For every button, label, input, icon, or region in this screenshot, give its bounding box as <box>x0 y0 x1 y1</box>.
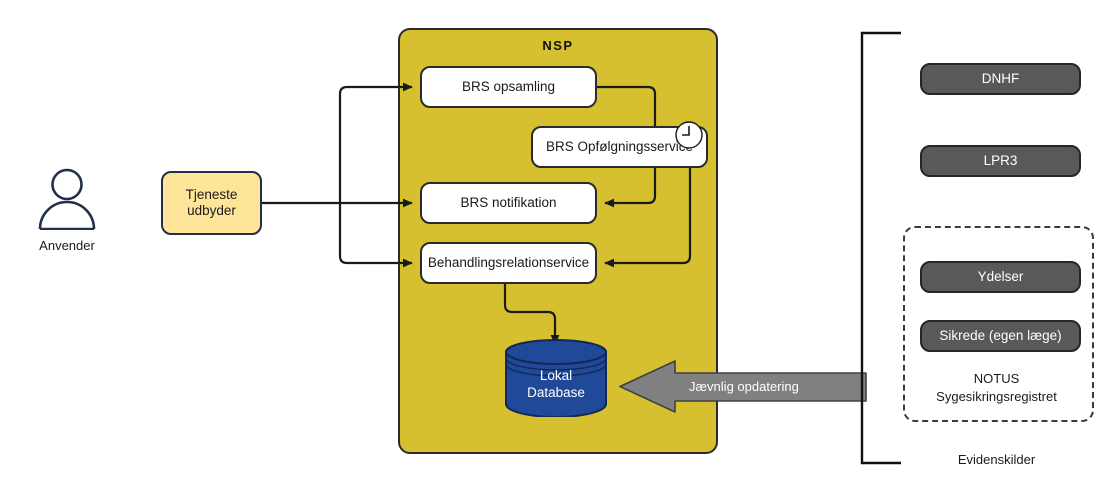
notus-item-sikrede[interactable]: Sikrede (egen læge) <box>920 320 1081 352</box>
tjeneste-udbyder-box[interactable]: Tjeneste udbyder <box>161 171 262 235</box>
notus-item-ydelser[interactable]: Ydelser <box>920 261 1081 293</box>
nsp-title: NSP <box>542 38 574 53</box>
anvender-actor <box>34 168 100 231</box>
brs-opsamling-box[interactable]: BRS opsamling <box>420 66 597 108</box>
brs-opfoelgningsservice-label: BRS Opfølgningsservice <box>545 139 694 155</box>
person-icon <box>38 168 96 231</box>
notus-group-title-line2: Sygesikringsregistret <box>936 388 1057 404</box>
clock-icon <box>675 121 703 149</box>
brs-notifikation-box[interactable]: BRS notifikation <box>420 182 597 224</box>
update-arrow-label: Jævnlig opdatering <box>689 379 799 394</box>
notus-group-title-line1: NOTUS <box>973 371 1020 386</box>
lokal-database-label: Lokal Database <box>504 368 608 402</box>
behandlingsrelationservice-box[interactable]: Behandlingsrelationservice <box>420 242 597 284</box>
anvender-label: Anvender <box>39 238 95 253</box>
update-arrow-shape <box>619 360 867 413</box>
evidence-source-dnhf[interactable]: DNHF <box>920 63 1081 95</box>
notus-group-title: NOTUS Sygesikringsregistret <box>903 370 1090 405</box>
lokal-database-node[interactable]: Lokal Database <box>504 339 608 418</box>
brs-opfoelgningsservice-box[interactable]: BRS Opfølgningsservice <box>531 121 708 168</box>
lokal-database-line1: Lokal <box>539 368 573 383</box>
notus-group-box <box>903 226 1094 422</box>
lokal-database-line2: Database <box>527 384 585 400</box>
database-cylinder-icon <box>505 339 607 418</box>
evidenskilder-label: Evidenskilder <box>957 452 1036 467</box>
evidence-source-lpr3[interactable]: LPR3 <box>920 145 1081 177</box>
